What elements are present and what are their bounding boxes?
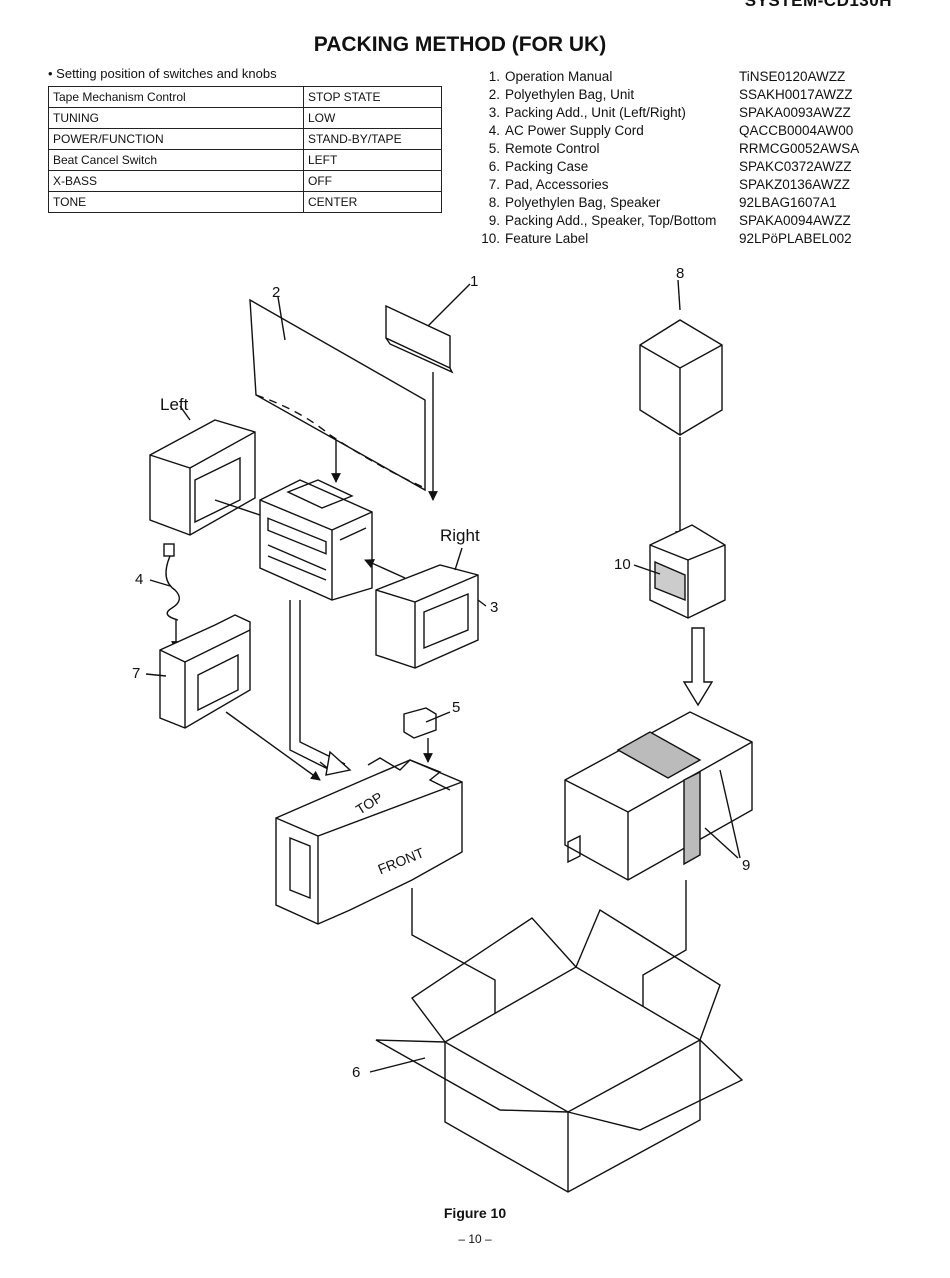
part-name: Polyethylen Bag, Speaker: [505, 195, 661, 210]
part-number: 7.: [488, 177, 500, 192]
callout-3: 3: [490, 599, 498, 616]
arrow-to-box-right: [638, 880, 687, 1027]
ac-cord-drawing: [149, 543, 181, 651]
packed-speakers-drawing: [564, 711, 753, 881]
list-item: 5. Remote Control RRMCG0052AWSA: [480, 140, 880, 158]
speaker-feature-label-drawing: [633, 524, 726, 619]
part-code: SPAKA0094AWZZ: [739, 213, 851, 228]
control-cell: X-BASS: [48, 170, 304, 192]
part-name: Remote Control: [505, 141, 600, 156]
parts-list: 1. Operation Manual TiNSE0120AWZZ 2. Polyet…: [480, 68, 880, 248]
speaker-bag-drawing: [639, 279, 723, 541]
part-code: SPAKZ0136AWZZ: [739, 177, 851, 192]
part-number: 9.: [488, 213, 500, 228]
position-cell: STOP STATE: [303, 86, 442, 108]
list-item: 7. Pad, Accessories SPAKZ0136AWZZ: [480, 176, 880, 194]
callout-4: 4: [135, 571, 143, 588]
callout-7: 7: [132, 665, 140, 682]
part-code: 92LBAG1607A1: [739, 195, 837, 210]
part-code: QACCB0004AW00: [739, 123, 854, 138]
table-row: TONE CENTER: [48, 191, 442, 213]
part-number: 8.: [488, 195, 500, 210]
part-name: Operation Manual: [505, 69, 613, 84]
list-item: 4. AC Power Supply Cord QACCB0004AW00: [480, 122, 880, 140]
part-name: Packing Case: [505, 159, 589, 174]
unit-down-arrow: [289, 600, 346, 771]
list-item: 1. Operation Manual TiNSE0120AWZZ: [480, 68, 880, 86]
position-cell: CENTER: [303, 191, 442, 213]
right-packing-add-drawing: [364, 547, 487, 669]
part-name: Feature Label: [505, 231, 589, 246]
part-code: SPAKC0372AWZZ: [739, 159, 852, 174]
part-name: Polyethylen Bag, Unit: [505, 87, 635, 102]
list-item: 3. Packing Add., Unit (Left/Right) SPAKA00…: [480, 104, 880, 122]
part-number: 3.: [488, 105, 500, 120]
part-name: AC Power Supply Cord: [505, 123, 644, 138]
list-item: 6. Packing Case SPAKC0372AWZZ: [480, 158, 880, 176]
part-code: 92LPöPLABEL002: [739, 231, 852, 246]
callout-5: 5: [452, 699, 460, 716]
page-number: – 10 –: [458, 1232, 492, 1246]
figure-caption: Figure 10: [443, 1205, 507, 1221]
part-number: 10.: [481, 231, 500, 246]
table-row: X-BASS OFF: [48, 170, 442, 192]
callout-9: 9: [742, 857, 750, 874]
control-cell: TONE: [48, 191, 304, 213]
part-code: SSAKH0017AWZZ: [739, 87, 853, 102]
list-item: 9. Packing Add., Speaker, Top/Bottom SPAKA…: [480, 212, 880, 230]
part-name: Packing Add., Speaker, Top/Bottom: [505, 213, 717, 228]
callout-6: 6: [352, 1064, 360, 1081]
operation-manual-drawing: [385, 283, 471, 501]
part-number: 4.: [488, 123, 500, 138]
packed-unit-drawing: [275, 757, 463, 925]
list-item: 2. Polyethylen Bag, Unit SSAKH0017AWZZ: [480, 86, 880, 104]
callout-10: 10: [614, 556, 631, 573]
callout-2: 2: [272, 284, 280, 301]
polyethylen-bag-unit-drawing: [249, 296, 426, 492]
list-item: 10. Feature Label 92LPöPLABEL002: [480, 230, 880, 248]
left-packing-add-drawing: [149, 405, 276, 536]
table-row: POWER/FUNCTION STAND-BY/TAPE: [48, 128, 442, 150]
pad-accessories-drawing: [145, 614, 321, 781]
part-code: SPAKA0093AWZZ: [739, 105, 851, 120]
list-item: 8. Polyethylen Bag, Speaker 92LBAG1607A1: [480, 194, 880, 212]
position-cell: LOW: [303, 107, 442, 129]
stereo-unit-drawing: [259, 479, 373, 601]
label-left: Left: [160, 395, 189, 414]
settings-heading: • Setting position of switches and knobs: [48, 66, 277, 81]
table-row: Tape Mechanism Control STOP STATE: [48, 86, 442, 108]
label-right: Right: [440, 526, 480, 545]
remote-control-drawing: [403, 707, 451, 763]
part-code: TiNSE0120AWZZ: [739, 69, 846, 84]
part-code: RRMCG0052AWSA: [739, 141, 860, 156]
unit-arrow-head: [325, 750, 352, 776]
part-number: 2.: [488, 87, 500, 102]
packing-case-drawing: [369, 908, 744, 1193]
speaker-down-arrow: [682, 627, 714, 707]
model-header: SYSTEM-CD130H: [744, 0, 892, 10]
arrow-to-box-left: [411, 888, 500, 1029]
part-name: Packing Add., Unit (Left/Right): [505, 105, 686, 120]
part-number: 5.: [488, 141, 500, 156]
switch-settings-table: Tape Mechanism Control STOP STATE TUNING…: [48, 86, 442, 213]
part-number: 1.: [488, 69, 500, 84]
part-name: Pad, Accessories: [505, 177, 609, 192]
part-number: 6.: [488, 159, 500, 174]
callout-1: 1: [470, 273, 478, 290]
page-title: PACKING METHOD (FOR UK): [313, 33, 607, 56]
position-cell: STAND-BY/TAPE: [303, 128, 442, 150]
callout-8: 8: [676, 265, 684, 282]
